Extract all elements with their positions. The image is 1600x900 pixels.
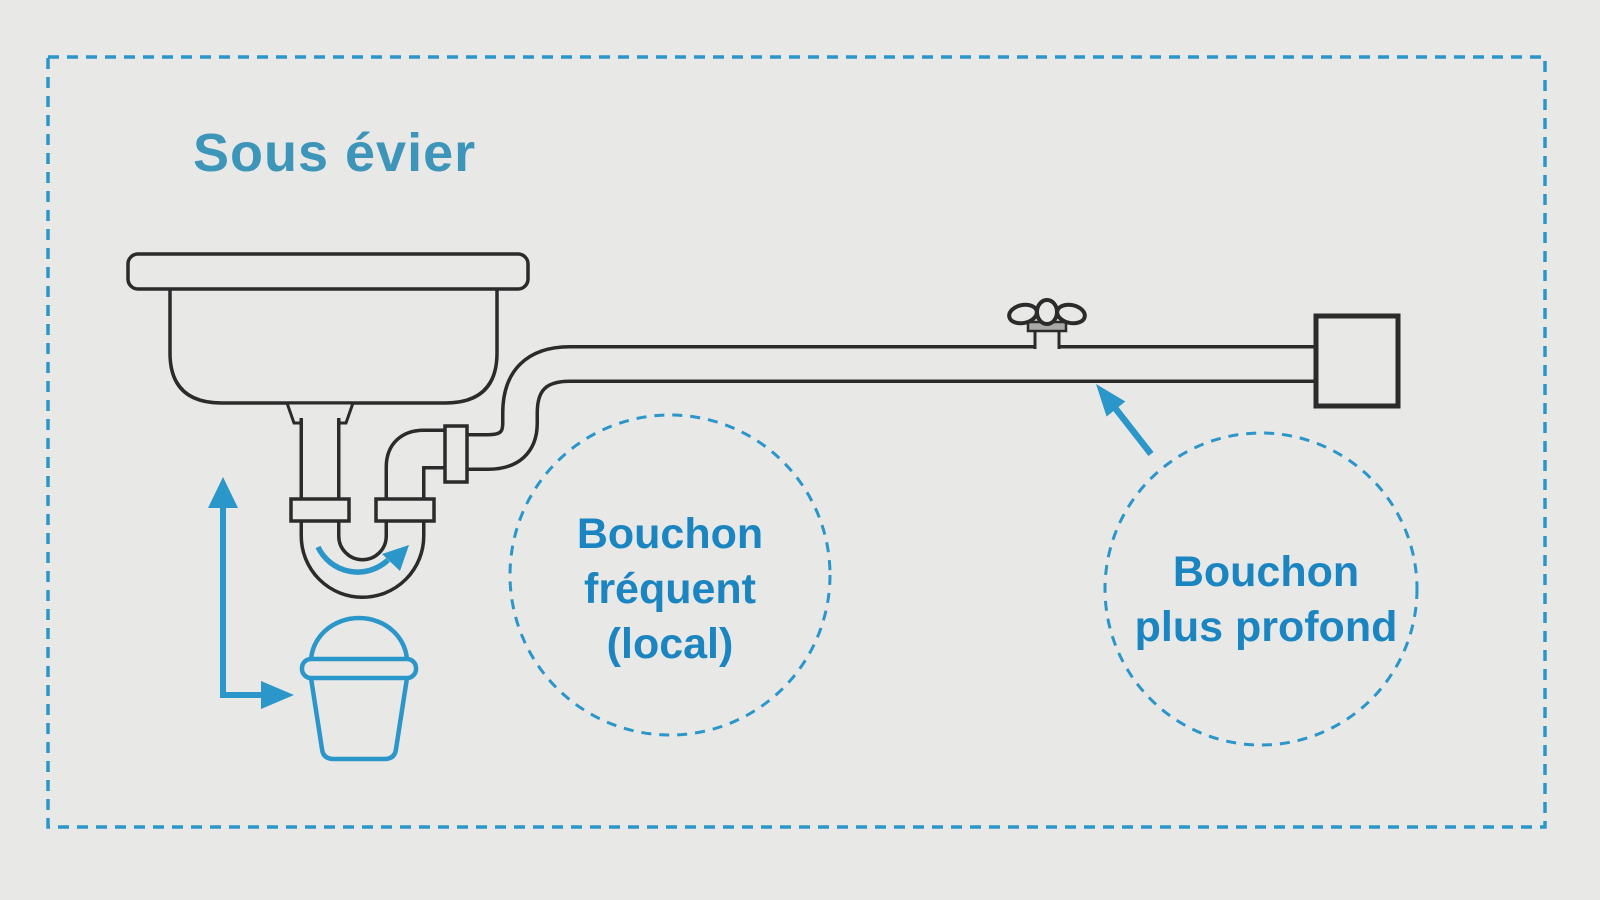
bucket-body [308, 677, 410, 762]
frequent-clog-annotation: Bouchon fréquent (local) [508, 413, 832, 737]
valve-icon [1007, 298, 1087, 349]
frequent-clog-label-line2: fréquent [584, 565, 756, 613]
coupling-nut-left [289, 497, 351, 523]
l-arrow-lines [220, 504, 262, 698]
curved-arrow-head [382, 545, 409, 571]
page-title: Sous évier [193, 123, 476, 183]
dashed-circle-frequent-clog [508, 413, 832, 737]
drain-pipe-inner [462, 348, 1320, 468]
dashed-circle-deeper-clog [1103, 431, 1419, 747]
diagonal-arrow-head [1096, 384, 1126, 417]
curved-arrow-line [315, 545, 390, 575]
coupling-nut-right [374, 497, 436, 523]
bucket-dome [308, 615, 410, 663]
diagonal-arrow-line [1109, 402, 1154, 456]
sink-rim [126, 252, 530, 291]
l-arrow-up-head [208, 477, 238, 508]
deeper-clog-label-line2: plus profond [1135, 603, 1398, 651]
frequent-clog-label-line1: Bouchon [577, 510, 763, 558]
dashed-border [46, 55, 1547, 829]
frequent-clog-label-line3: (local) [607, 620, 734, 668]
bucket-icon [299, 615, 419, 762]
bucket-rim [299, 656, 419, 681]
valve-handle-center [1035, 298, 1059, 326]
deeper-clog-annotation: Bouchon plus profond [1103, 431, 1419, 747]
curved-arrow-icon [315, 545, 409, 575]
l-shaped-arrow-icon [208, 477, 294, 709]
l-arrow-right-head [261, 681, 294, 709]
drain-pipe [443, 345, 1320, 484]
sink-basin [168, 280, 499, 405]
pipe-coupler [443, 424, 469, 484]
deeper-clog-label-line1: Bouchon [1173, 548, 1359, 596]
valve-stem [1033, 328, 1061, 349]
wall-box-icon [1313, 313, 1401, 409]
diagonal-arrow-icon [1096, 384, 1154, 456]
